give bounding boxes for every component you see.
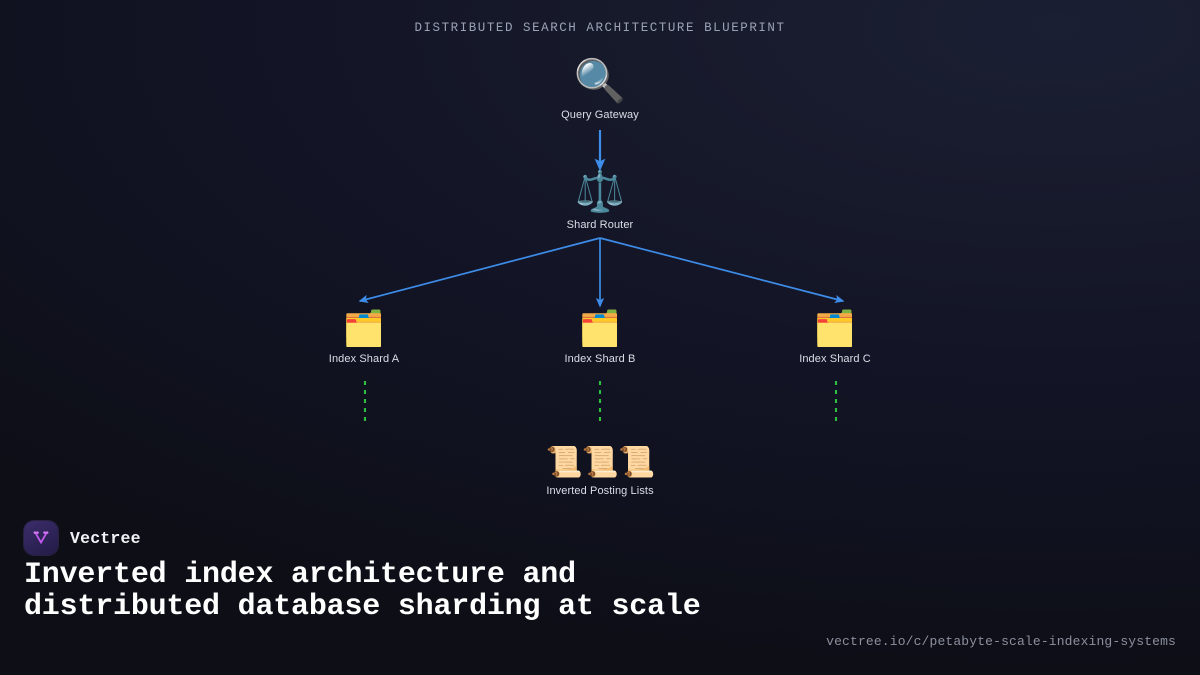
balance-scale-icon: ⚖️ [575,169,625,215]
magnifying-glass-icon: 🔍 [573,56,627,105]
node-query-gateway[interactable]: 🔍 Query Gateway [500,56,700,122]
node-shard-router[interactable]: ⚖️ Shard Router [500,172,700,231]
footer: Vectree Inverted index architecture and … [0,507,1200,675]
scrolls-icon: 📜📜📜 [545,445,655,480]
brand[interactable]: Vectree [24,521,141,555]
card-index-dividers-icon: 🗂️ [578,309,622,349]
connector-layer [358,130,845,424]
headline: Inverted index architecture and distribu… [24,558,701,624]
node-inverted-posting-lists[interactable]: 📜📜📜 Inverted Posting Lists [500,445,700,498]
edge-router-to-shard-c [599,237,845,304]
diagram-title: DISTRIBUTED SEARCH ARCHITECTURE BLUEPRIN… [414,21,786,35]
node-label: Query Gateway [561,109,639,121]
node-label: Index Shard A [328,353,400,365]
edge-router-to-shard-a [358,237,601,304]
node-label: Index Shard B [564,353,636,365]
node-index-shard-c[interactable]: 🗂️ Index Shard C [735,312,935,365]
node-label: Inverted Posting Lists [546,485,654,497]
source-url: vectree.io/c/petabyte-scale-indexing-sys… [826,634,1176,649]
brand-name: Vectree [70,528,141,548]
card-index-dividers-icon: 🗂️ [342,309,386,349]
node-index-shard-b[interactable]: 🗂️ Index Shard B [500,312,700,365]
node-index-shard-a[interactable]: 🗂️ Index Shard A [264,312,464,365]
node-label: Shard Router [566,219,634,231]
card-index-dividers-icon: 🗂️ [813,309,857,349]
node-label: Index Shard C [799,353,871,365]
vectree-logo-icon [24,521,58,555]
